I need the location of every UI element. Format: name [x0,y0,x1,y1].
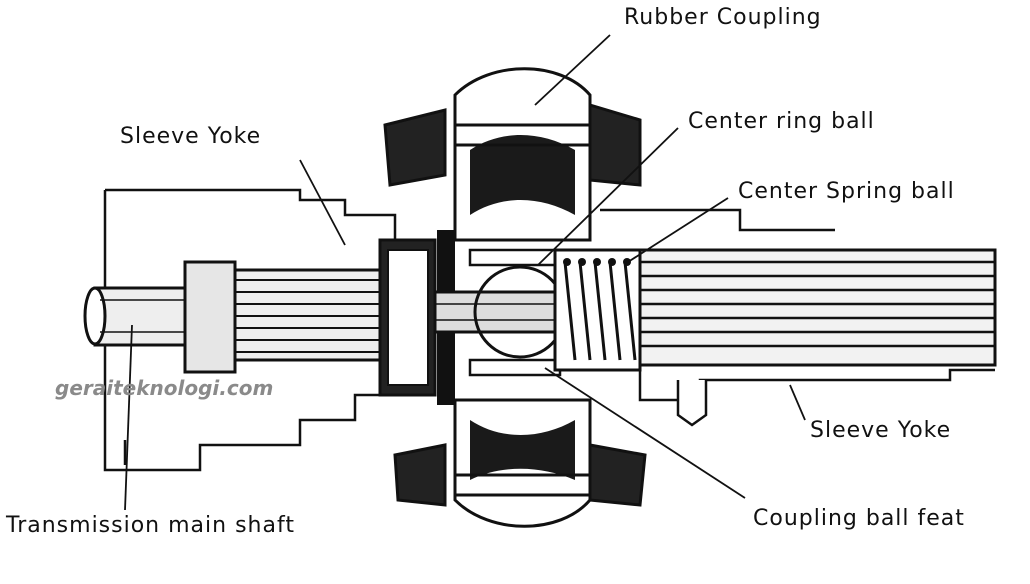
label-center-ring-ball: Center ring ball [688,109,875,134]
label-rubber-coupling: Rubber Coupling [624,5,822,30]
leader-sleeve-yoke-bottom [789,384,806,421]
leader-lines [124,34,806,511]
leader-center-spring-ball [627,197,729,263]
leader-transmission-shaft [124,324,133,511]
rubber-coupling [453,67,592,528]
right-flange [588,102,647,507]
label-transmission-main-shaft: Transmission main shaft [5,513,295,538]
leader-rubber-coupling [534,34,611,106]
leader-coupling-ball-feat [544,367,746,499]
center-spring [553,248,642,372]
label-sleeve-yoke-bottom: Sleeve Yoke [810,418,951,443]
left-flange [378,108,455,507]
label-center-spring-ball: Center Spring ball [738,179,955,204]
label-sleeve-yoke-top: Sleeve Yoke [120,124,261,149]
transmission-main-shaft [83,260,382,374]
right-sleeve-yoke [600,208,997,427]
leader-center-ring-ball [537,127,679,266]
left-housing [103,188,400,472]
leader-sleeve-yoke-top [299,159,346,246]
label-coupling-ball-feat: Coupling ball feat [753,506,965,531]
watermark: geraiteknologi.com [55,376,273,400]
